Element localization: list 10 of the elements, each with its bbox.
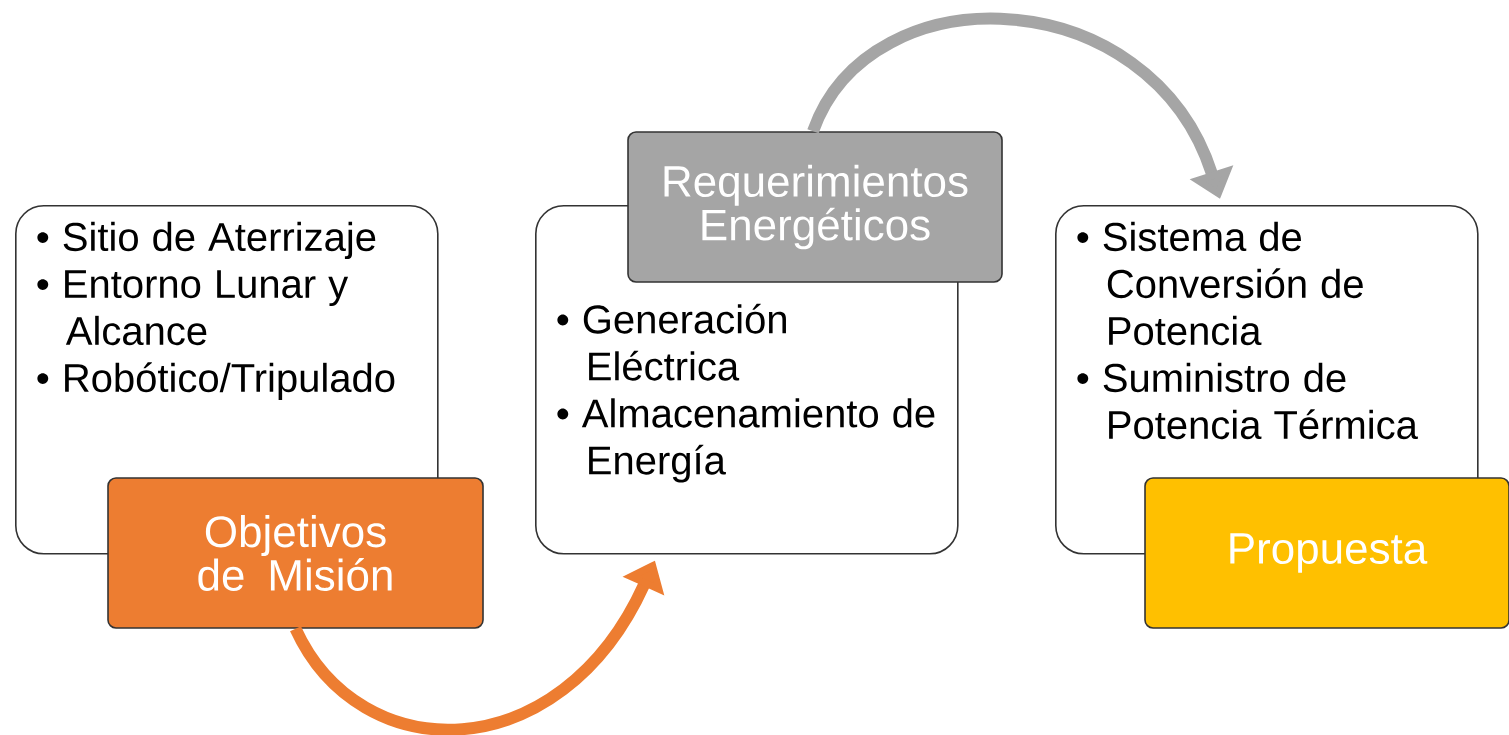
title-box: Propuesta — [1144, 477, 1509, 629]
bullet-item: • Almacenamiento de Energía — [557, 398, 935, 483]
bullet-item: • Suministro de Potencia Térmica — [1077, 362, 1418, 440]
bullet-item: • Sistema de Conversión de Potencia — [1077, 221, 1363, 346]
bullet-item: • Generación Eléctrica — [557, 303, 786, 381]
title-box: Requerimientos Energéticos — [627, 131, 1003, 283]
bullet-item: • Entorno Lunar y Alcance — [37, 270, 349, 346]
bullet-item: • Robótico/Tripulado — [37, 362, 395, 401]
title-box: Objetivos de Misión — [107, 477, 484, 629]
bullet-item: • Sitio de Aterrizaje — [37, 221, 376, 260]
